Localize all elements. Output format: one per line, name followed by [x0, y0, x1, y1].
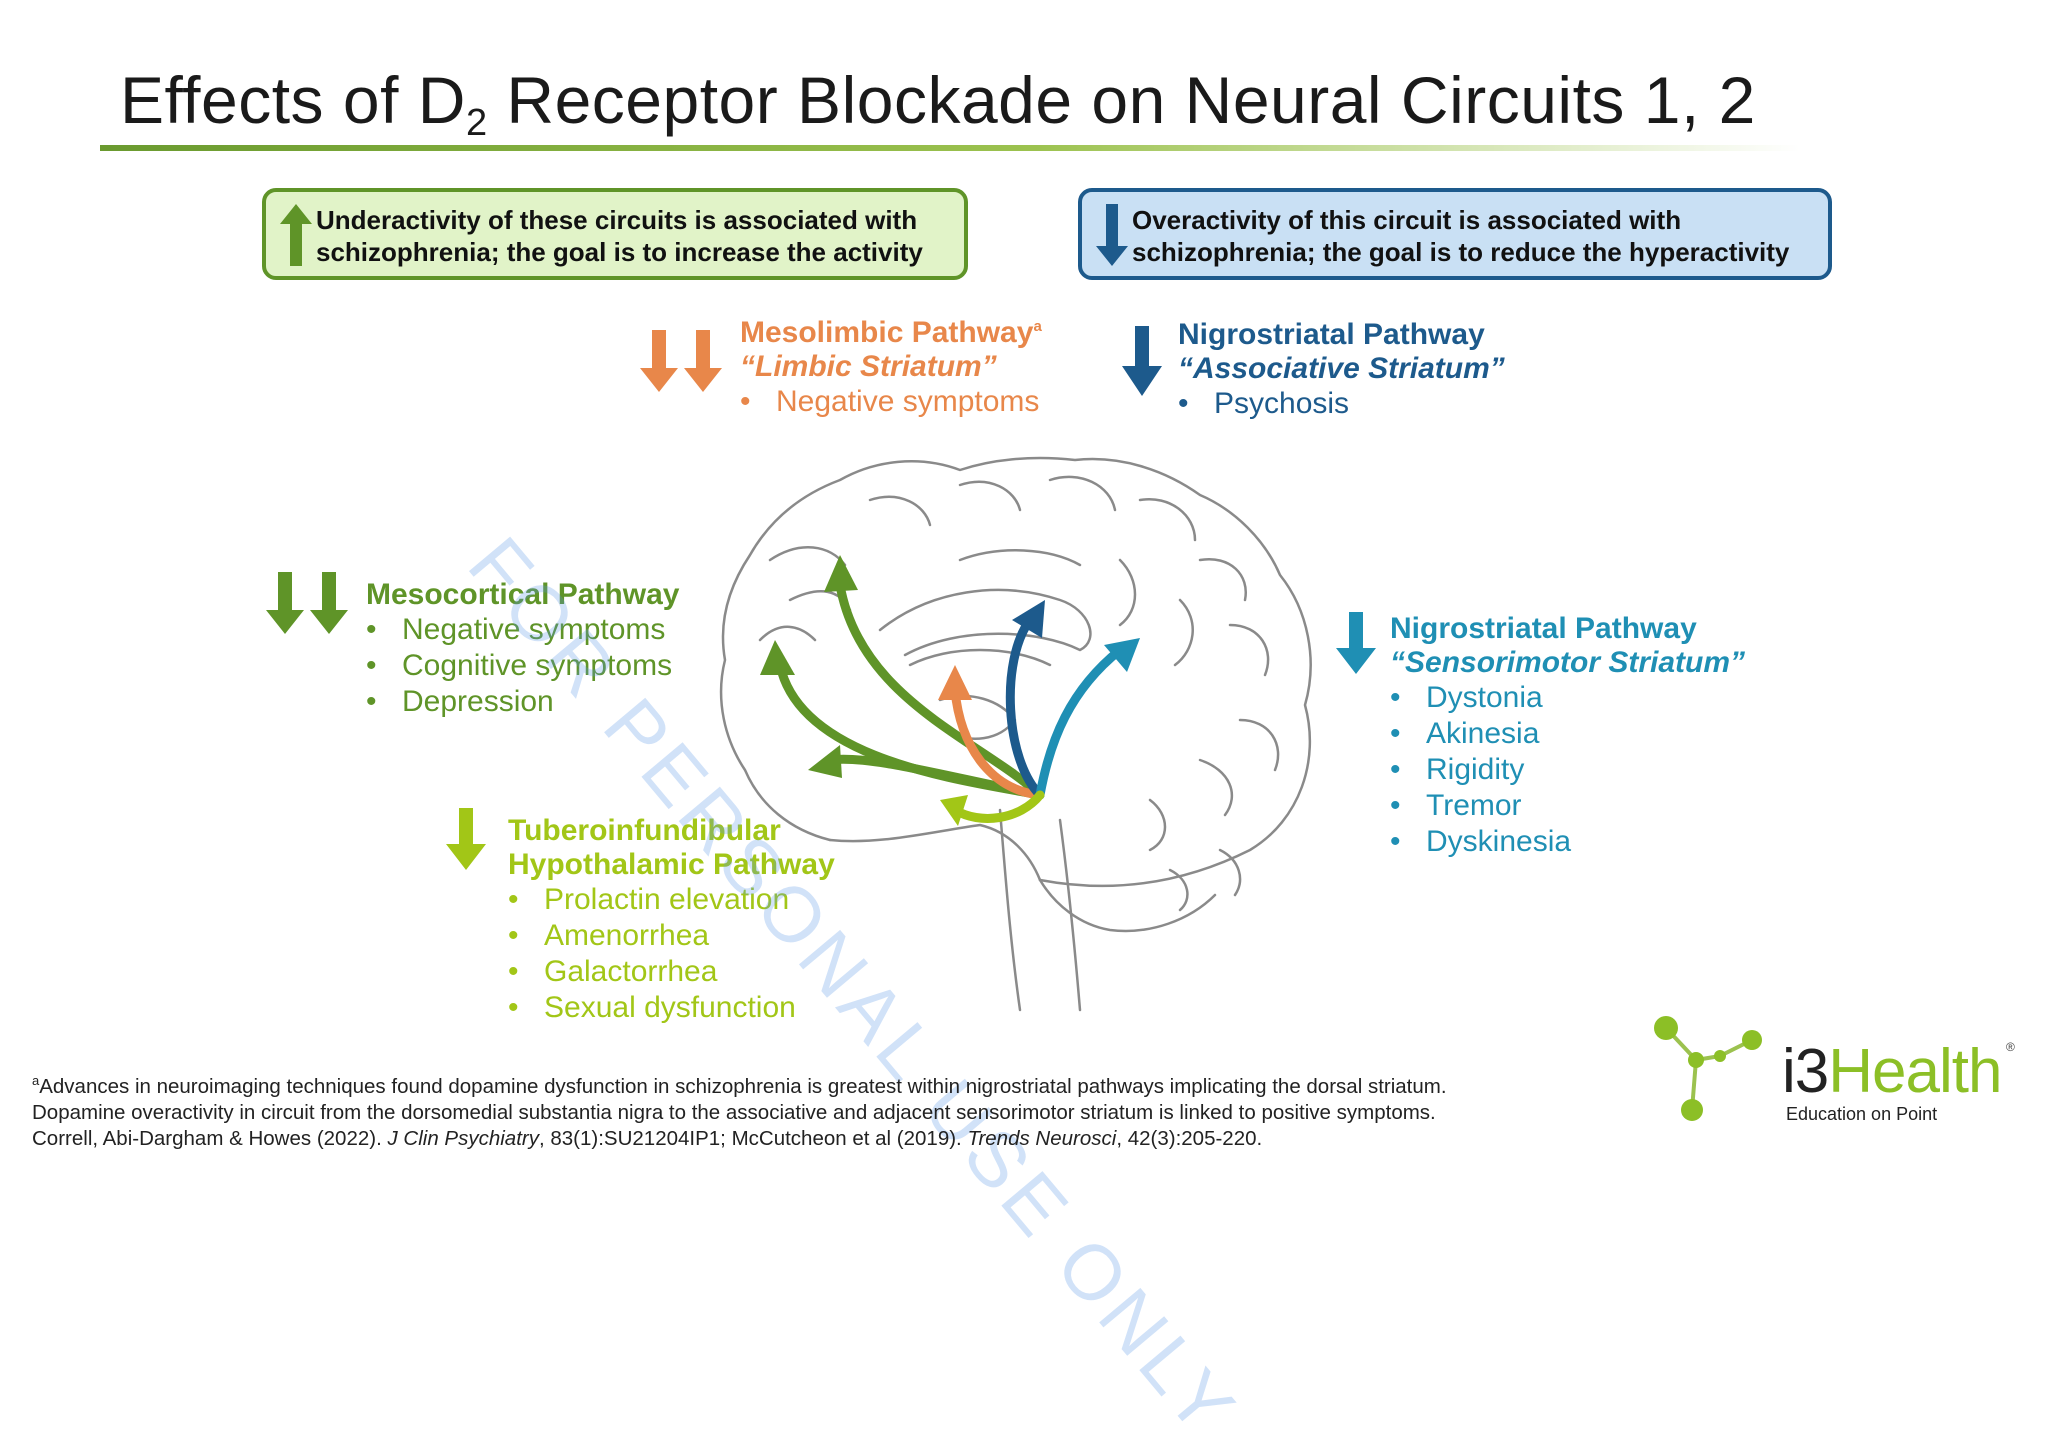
down-arrow-icon	[1096, 204, 1128, 266]
mesolimbic-pathway-block: Mesolimbic Pathwaya “Limbic Striatum” Ne…	[740, 316, 1042, 420]
mesocortical-list: Negative symptoms Cognitive symptoms Dep…	[366, 612, 679, 720]
mesocortical-arrowhead-3	[808, 745, 842, 778]
mesolimbic-arrow	[950, 685, 1045, 800]
mesolimbic-list: Negative symptoms	[740, 384, 1042, 420]
legend-underactivity-box: Underactivity of these circuits is assoc…	[262, 188, 968, 280]
nigro-sensorimotor-arrowhead	[1104, 638, 1140, 672]
arrowheads	[760, 555, 1140, 826]
legend-overactivity-box: Overactivity of this circuit is associat…	[1078, 188, 1832, 280]
legend-underactivity-line1: Underactivity of these circuits is assoc…	[316, 205, 918, 235]
mesocortical-arrow-1	[835, 580, 1045, 800]
slide-title: Effects of D2 Receptor Blockade on Neura…	[120, 63, 1756, 144]
tubero-down-arrow-icon	[446, 808, 486, 870]
pathway-arrows	[775, 580, 1125, 823]
legend-overactivity-line1: Overactivity of this circuit is associat…	[1132, 205, 1682, 235]
brain-outline	[719, 456, 1312, 1012]
footnote-line1: aAdvances in neuroimaging techniques fou…	[32, 1073, 1447, 1098]
footnote-line2: Dopamine overactivity in circuit from th…	[32, 1100, 1436, 1124]
nigro-sensorimotor-title: Nigrostriatal Pathway	[1390, 612, 1697, 645]
nigro-sensorimotor-list: Dystonia Akinesia Rigidity Tremor Dyskin…	[1390, 680, 1745, 860]
legend-overactivity-line2: schizophrenia; the goal is to reduce the…	[1132, 237, 1790, 267]
nigro-associative-arrow	[1005, 615, 1045, 800]
footnote-references: Correll, Abi-Dargham & Howes (2022). J C…	[32, 1126, 1263, 1150]
list-item: Depression	[366, 684, 679, 720]
list-item: Sexual dysfunction	[508, 990, 835, 1026]
title-underline	[100, 145, 1800, 151]
list-item: Dyskinesia	[1390, 824, 1745, 860]
nigro-sensorimotor-down-arrow-icon	[1336, 612, 1376, 674]
legend-underactivity-line2: schizophrenia; the goal is to increase t…	[316, 237, 923, 267]
list-item: Tremor	[1390, 788, 1745, 824]
mesocortical-pathway-block: Mesocortical Pathway Negative symptoms C…	[366, 578, 679, 720]
i3health-molecule-logo-icon	[1654, 1016, 1762, 1121]
mesocortical-arrowhead-2	[760, 640, 795, 675]
mesolimbic-title: Mesolimbic Pathwaya	[740, 316, 1042, 349]
tubero-title-line1: Tuberoinfundibular	[508, 814, 781, 847]
logo-tagline: Education on Point	[1786, 1104, 1938, 1124]
brain-diagram	[719, 456, 1312, 1012]
list-item: Rigidity	[1390, 752, 1745, 788]
list-item: Cognitive symptoms	[366, 648, 679, 684]
tubero-arrow	[950, 790, 1045, 823]
nigro-associative-subtitle: “Associative Striatum”	[1178, 352, 1505, 385]
nigro-associative-arrowhead	[1012, 600, 1045, 638]
mesocortical-double-down-arrow-icon	[266, 572, 348, 634]
list-item: Psychosis	[1178, 386, 1505, 422]
nigro-associative-down-arrow-icon	[1122, 326, 1162, 396]
list-item: Prolactin elevation	[508, 882, 835, 918]
tubero-list: Prolactin elevation Amenorrhea Galactorr…	[508, 882, 835, 1026]
list-item: Akinesia	[1390, 716, 1745, 752]
up-arrow-icon	[280, 204, 312, 266]
tubero-title-line2: Hypothalamic Pathway	[508, 848, 835, 881]
mesocortical-title: Mesocortical Pathway	[366, 578, 680, 611]
mesocortical-arrowhead-1	[824, 555, 858, 592]
footnote: aAdvances in neuroimaging techniques fou…	[32, 1068, 1447, 1152]
nigro-associative-title: Nigrostriatal Pathway	[1178, 318, 1485, 351]
list-item: Dystonia	[1390, 680, 1745, 716]
nigro-sensorimotor-pathway-block: Nigrostriatal Pathway “Sensorimotor Stri…	[1390, 612, 1745, 860]
mesolimbic-double-down-arrow-icon	[640, 330, 722, 392]
mesolimbic-subtitle: “Limbic Striatum”	[740, 350, 997, 383]
registered-mark: ®	[2006, 1040, 2015, 1054]
mesolimbic-arrowhead	[938, 665, 972, 700]
tubero-arrowhead	[940, 795, 968, 826]
list-item: Negative symptoms	[740, 384, 1042, 420]
tubero-pathway-block: Tuberoinfundibular Hypothalamic Pathway …	[508, 814, 835, 1026]
nigro-sensorimotor-arrow	[1035, 645, 1125, 800]
list-item: Negative symptoms	[366, 612, 679, 648]
list-item: Amenorrhea	[508, 918, 835, 954]
nigro-sensorimotor-subtitle: “Sensorimotor Striatum”	[1390, 646, 1746, 679]
nigro-associative-list: Psychosis	[1178, 386, 1505, 422]
i3health-wordmark: i3Health	[1782, 1037, 2002, 1106]
list-item: Galactorrhea	[508, 954, 835, 990]
nigro-associative-pathway-block: Nigrostriatal Pathway “Associative Stria…	[1178, 318, 1505, 422]
